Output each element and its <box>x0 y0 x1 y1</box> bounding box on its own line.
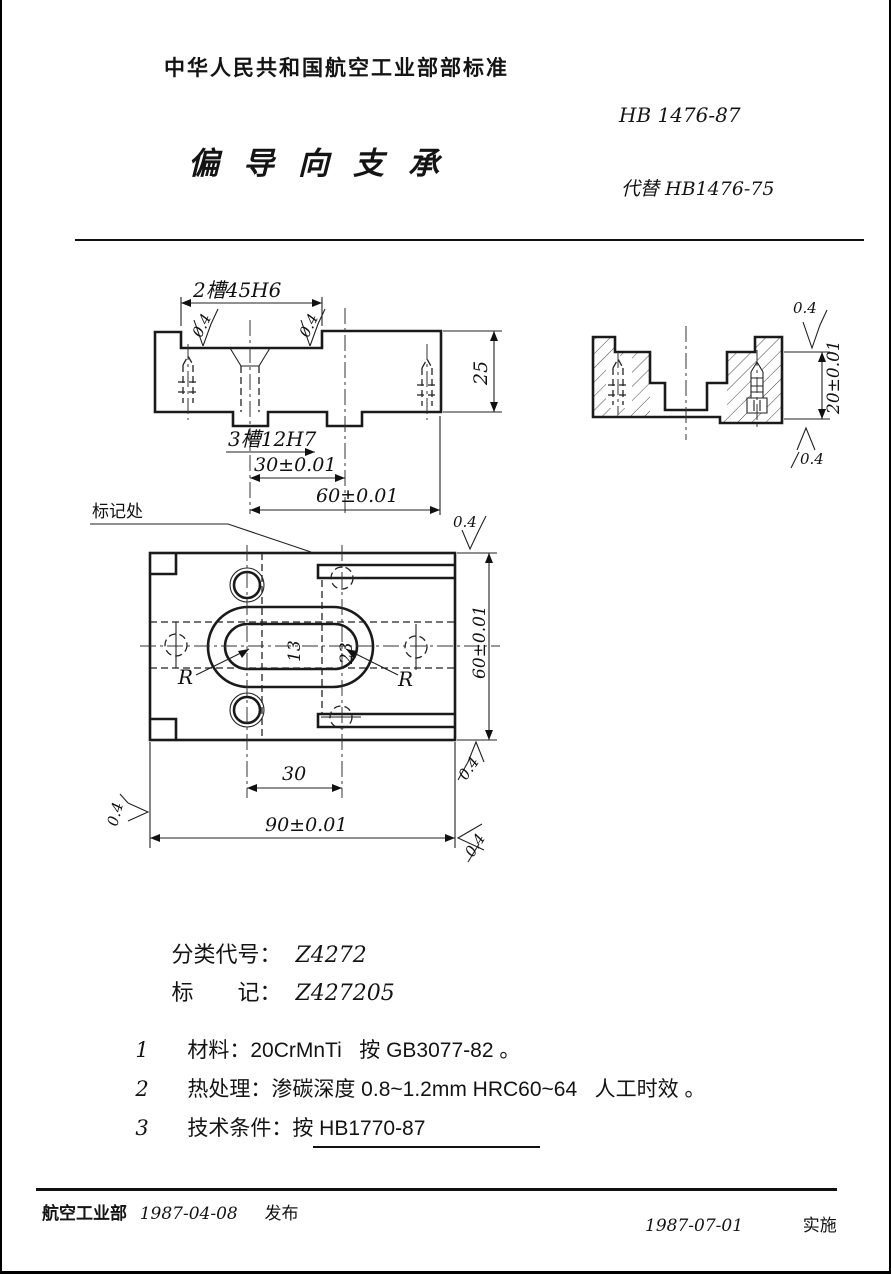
part-title: 偏导向支承 <box>188 146 463 182</box>
footer-implement: 1987-07-01 实施 <box>645 1211 837 1236</box>
plan-radius-left: R <box>177 648 250 689</box>
plan-finish-left: 0.4 <box>103 793 150 828</box>
dim-90: 90±0.01 <box>265 814 347 836</box>
dim-23: 23 <box>337 642 357 665</box>
mark-code-value: Z427205 <box>295 981 395 1006</box>
slot-bottom-label: 3槽12H7 <box>228 427 317 451</box>
note-text: 技术条件：按 HB1770-87 <box>187 1117 426 1140</box>
footer-impl-label: 实施 <box>802 1216 837 1235</box>
dim-30: 30±0.01 <box>254 454 336 476</box>
standard-org-title: 中华人民共和国航空工业部部标准 <box>164 57 509 80</box>
class-code-row: 分类代号： Z4272 <box>147 898 367 1013</box>
side-finish-top: 0.4 <box>793 299 828 350</box>
note-number: 2 <box>135 1077 149 1101</box>
plan-dim-90: 90±0.01 <box>149 742 456 848</box>
front-dim-60: 60±0.01 <box>250 416 441 515</box>
front-dim-slot-bottom: 3槽12H7 <box>226 427 317 456</box>
radius-label: R <box>177 665 193 689</box>
footer-issue: 航空工业部 1987-04-08 发布 <box>42 1199 298 1224</box>
plan-finish-top-right: 0.4 <box>453 513 497 554</box>
finish-mark-recess-left: 0.4 <box>189 308 219 347</box>
mark-note-label: 标记处 <box>92 502 143 521</box>
front-tapered-hole <box>229 347 271 412</box>
dim-60: 60±0.01 <box>316 485 398 507</box>
dim-25: 25 <box>470 361 492 386</box>
plan-right-slots <box>316 563 455 729</box>
front-view: 0.4 0.4 2槽45H6 25 3槽12H7 <box>153 278 502 515</box>
mark-code-label: 标 记： <box>171 980 282 1005</box>
note-3: 3 技术条件：按 HB1770-87 <box>112 1088 425 1166</box>
front-dim-height: 25 <box>443 330 502 413</box>
plan-dim-60: 60±0.01 <box>457 553 497 741</box>
class-code-value: Z4272 <box>295 943 367 968</box>
notes-separator <box>313 1146 540 1148</box>
dim-60-plan: 60±0.01 <box>470 605 490 679</box>
dim-20: 20±0.01 <box>824 340 844 415</box>
finish-value: 0.4 <box>793 299 817 317</box>
finish-value: 0.4 <box>103 800 127 828</box>
mark-code-row: 标 记： Z427205 <box>147 936 395 1051</box>
front-centerlines <box>187 308 428 514</box>
note-number: 3 <box>135 1116 149 1140</box>
scan-border-bottom <box>0 1271 891 1274</box>
finish-value: 0.4 <box>453 513 477 531</box>
header-rule <box>75 239 864 241</box>
side-outline <box>591 335 784 425</box>
standard-number: HB 1476-87 <box>619 103 741 127</box>
note-1: 1 材料：20CrMnTi 按 GB3077-82 。 <box>112 1010 520 1088</box>
plan-dim-30: 30 <box>247 763 342 792</box>
finish-value: 0.4 <box>189 311 216 340</box>
plan-obround-outer <box>206 605 375 689</box>
footer-org: 航空工业部 <box>42 1204 127 1223</box>
footer-impl-date: 1987-07-01 <box>645 1216 744 1236</box>
dim-13: 13 <box>285 640 305 662</box>
plan-centerlines <box>140 545 500 798</box>
plan-corner-notches <box>150 553 178 740</box>
note-number: 1 <box>135 1038 149 1062</box>
slot-top-label: 2槽45H6 <box>192 278 282 302</box>
finish-value: 0.4 <box>296 311 323 340</box>
scan-border-left <box>0 0 2 1274</box>
side-view: 20±0.01 0.4 0.4 <box>591 299 844 469</box>
replaces-note: 代替 HB1476-75 <box>621 178 775 200</box>
footer-issue-label: 发布 <box>264 1204 299 1223</box>
note-text: 热处理：渗碳深度 0.8~1.2mm HRC60~64 人工时效 。 <box>187 1078 706 1101</box>
finish-value: 0.4 <box>461 830 489 860</box>
side-dim-20: 20±0.01 <box>784 340 844 420</box>
footer-rule <box>36 1188 837 1191</box>
finish-value: 0.4 <box>800 450 824 468</box>
side-finish-bottom: 0.4 <box>790 426 824 469</box>
side-centerlines <box>617 326 758 440</box>
plan-finish-right: 0.4 <box>456 823 489 863</box>
plan-radius-right: R <box>345 648 413 691</box>
class-code-label: 分类代号： <box>171 942 282 967</box>
finish-mark-recess-right: 0.4 <box>296 308 326 347</box>
dim-30-plan: 30 <box>282 763 306 785</box>
side-hidden-screw <box>606 356 632 408</box>
front-dim-slot-top: 2槽45H6 <box>180 278 323 326</box>
note-2: 2 热处理：渗碳深度 0.8~1.2mm HRC60~64 人工时效 。 <box>112 1049 705 1127</box>
plan-mark-note: 标记处 <box>90 502 312 553</box>
note-text: 材料：20CrMnTi 按 GB3077-82 。 <box>187 1039 521 1062</box>
scan-border-right <box>889 0 891 1274</box>
front-dim-30: 30±0.01 <box>250 454 345 482</box>
footer-issue-date: 1987-04-08 <box>139 1204 238 1224</box>
front-outline <box>153 329 443 428</box>
radius-label: R <box>397 667 413 691</box>
plan-finish-bottom-right: 0.4 <box>455 740 485 783</box>
plan-view: 13 23 R R 标记处 0.4 <box>90 502 500 863</box>
